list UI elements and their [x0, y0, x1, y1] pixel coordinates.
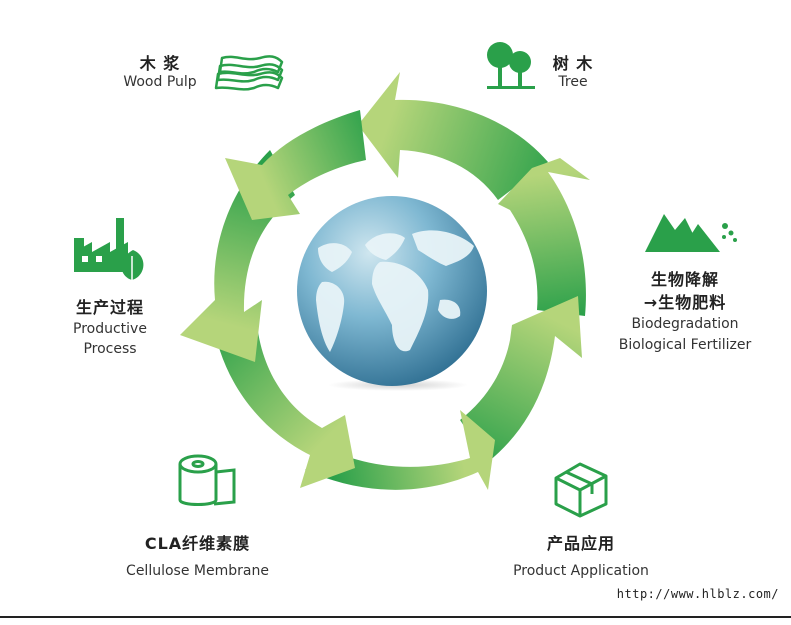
tree-zh: 树 木 — [552, 54, 594, 73]
arrow-tree-to-pulp — [358, 72, 548, 200]
membrane-label: CLA纤维素膜 Cellulose Membrane — [110, 530, 285, 584]
tree-label: 树 木 Tree — [538, 54, 608, 92]
arrow-app-to-bio — [460, 296, 582, 462]
application-zh: 产品应用 — [546, 534, 615, 553]
production-zh: 生产过程 — [75, 298, 144, 317]
box-icon — [554, 462, 608, 518]
watermark-url: http://www.hlblz.com/ — [616, 587, 779, 601]
wood-pulp-label: 木 浆 Wood Pulp — [115, 54, 205, 92]
globe-icon — [297, 196, 487, 391]
trees-icon — [487, 42, 535, 89]
arrow-membrane-to-app — [305, 410, 495, 490]
factory-icon — [74, 218, 144, 280]
bottom-divider — [0, 616, 791, 618]
membrane-en: Cellulose Membrane — [126, 562, 269, 579]
production-label: 生产过程 Productive Process — [60, 296, 160, 360]
biodegradation-label: 生物降解 →生物肥料 Biodegradation Biological Fer… — [605, 268, 765, 355]
arrow-bio-to-tree — [498, 158, 590, 316]
wood-pulp-zh: 木 浆 — [139, 54, 181, 73]
arrow-top-left — [225, 110, 366, 220]
application-en: Product Application — [513, 562, 649, 579]
cycle-ring — [180, 72, 590, 490]
membrane-zh: CLA纤维素膜 — [144, 534, 251, 553]
wood-pulp-en: Wood Pulp — [123, 74, 197, 90]
application-label: 产品应用 Product Application — [500, 530, 662, 584]
production-en-2: Process — [83, 341, 137, 358]
paper-roll-icon — [178, 454, 236, 506]
bio-en-2: Biological Fertilizer — [618, 336, 752, 353]
paper-sheets-icon — [214, 55, 284, 91]
production-en-1: Productive — [73, 321, 147, 338]
bio-en-1: Biodegradation — [631, 316, 739, 333]
bio-zh-2: →生物肥料 — [643, 293, 727, 313]
tree-en: Tree — [558, 74, 588, 90]
bio-zh-1: 生物降解 — [650, 270, 719, 289]
mountain-icon — [645, 214, 737, 252]
